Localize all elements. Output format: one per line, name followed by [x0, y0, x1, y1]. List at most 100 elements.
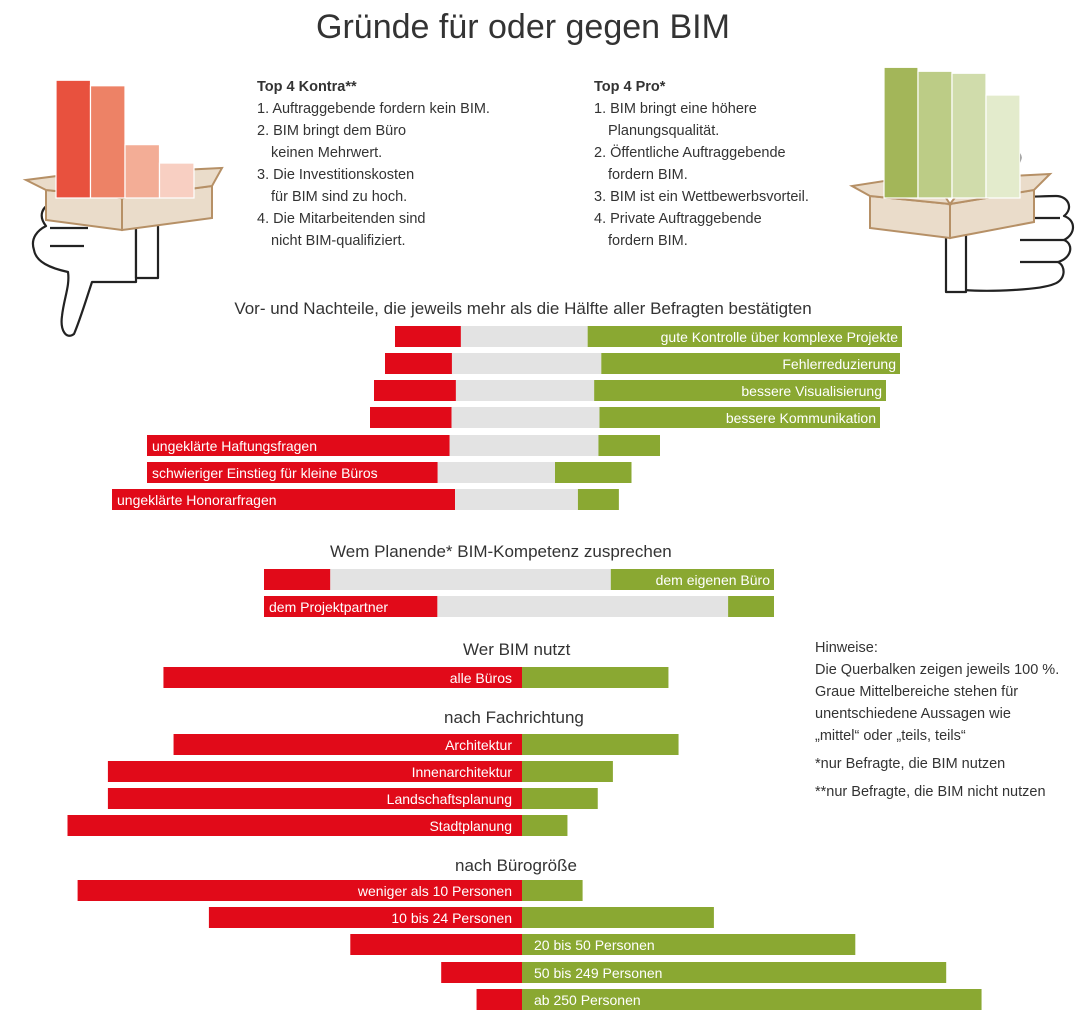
discipline-bar-red [107, 761, 523, 782]
discipline-category-label: Innenarchitektur [412, 764, 513, 780]
notes-footnote: **nur Befragte, die BIM nicht nutzen [815, 784, 1046, 800]
discipline-bar-green [522, 788, 598, 809]
size-bar-green [522, 907, 714, 928]
contra-line: keinen Mehrwert. [271, 145, 383, 161]
size-bar-red [77, 880, 522, 901]
notes: Hinweise: Die Querbalken zeigen jeweils … [815, 637, 1059, 803]
pros-cons-bar-red [147, 462, 438, 483]
pros-cons-bar-gray [455, 489, 578, 510]
pros-cons-bar-gray [460, 326, 588, 347]
pros-cons-category-label: gute Kontrolle über komplexe Projekte [661, 329, 899, 345]
pros-cons-bar-green [594, 380, 886, 401]
contra-line: für BIM sind zu hoch. [271, 189, 408, 205]
competence-category-label: dem Projektpartner [269, 599, 388, 615]
size-bar-green [522, 880, 583, 901]
pros-cons-bar-green [555, 462, 632, 483]
pros-cons-bar-gray [451, 353, 602, 374]
size-category-label: 20 bis 50 Personen [534, 937, 655, 953]
pros-cons-bar-red [385, 353, 452, 374]
pros-cons-bar-gray [451, 407, 600, 428]
contra-bar [89, 85, 126, 199]
notes-line: Graue Mittelbereiche stehen für [815, 684, 1019, 700]
pros-cons-bar-green [577, 489, 619, 510]
pro-line: 4. Private Auftraggebende [594, 211, 762, 227]
contra-value-label: 19 % [163, 144, 195, 160]
notes-line: „mittel“ oder „teils, teils“ [815, 728, 966, 744]
discipline-category-label: Landschaftsplanung [387, 791, 512, 807]
contra-line: 1. Auftraggebende fordern kein BIM. [257, 101, 490, 117]
contra-value-label: 29 % [128, 126, 160, 142]
pros-cons-bar-red [395, 326, 461, 347]
discipline-bar-red [67, 815, 522, 836]
pro-line: 3. BIM ist ein Wettbewerbsvorteil. [594, 189, 809, 205]
pro-line: Planungsqualität. [608, 123, 720, 139]
pros-cons-category-label: bessere Kommunikation [726, 410, 876, 426]
pro-line: 1. BIM bringt eine höhere [594, 101, 757, 117]
section-title-pros-cons: Vor- und Nachteile, die jeweils mehr als… [234, 299, 812, 318]
pro-heading: Top 4 Pro* [594, 79, 666, 95]
competence-bar-green [610, 569, 774, 590]
pros-cons-category-label: bessere Visualisierung [741, 383, 882, 399]
discipline-bar-green [522, 815, 568, 836]
pro-bar [917, 70, 953, 199]
contra-heading: Top 4 Kontra** [257, 79, 357, 95]
pro-bar [951, 72, 987, 199]
contra-line: 2. BIM bringt dem Büro [257, 123, 407, 139]
size-bar-red [441, 962, 522, 983]
competence-category-label: dem eigenen Büro [656, 572, 771, 588]
pros-cons-bar-green [601, 353, 900, 374]
notes-footnote: *nur Befragte, die BIM nutzen [815, 756, 1006, 772]
contra-line: 3. Die Investitionskosten [257, 167, 415, 183]
pro-bar [985, 94, 1021, 199]
pros-cons-category-label: ungeklärte Haftungsfragen [152, 438, 317, 454]
pros-cons-bar-gray [449, 435, 599, 456]
size-bar-red [476, 989, 522, 1010]
size-bar-red [208, 907, 522, 928]
pros-cons-bar-green [599, 407, 880, 428]
size-bar-red [350, 934, 522, 955]
pros-cons-bar-green [598, 435, 660, 456]
contra-value-label: 64 % [59, 61, 91, 77]
discipline-bar-green [522, 734, 679, 755]
who-bar-red [163, 667, 522, 688]
pro-value-label: 63 % [955, 54, 987, 70]
discipline-bar-red [107, 788, 523, 809]
pro-line: fordern BIM. [608, 233, 688, 249]
discipline-bar-green [522, 761, 613, 782]
pros-cons-category-label: schwieriger Einstieg für kleine Büros [152, 465, 378, 481]
size-bar-green [522, 989, 982, 1010]
contra-line: nicht BIM-qualifiziert. [271, 233, 406, 249]
page-title: Gründe für oder gegen BIM [316, 8, 730, 46]
who-category-label: alle Büros [450, 670, 512, 686]
contra-list: Top 4 Kontra** 1. Auftraggebende fordern… [257, 76, 490, 252]
pro-value-label: 52 % [989, 76, 1021, 92]
competence-bar-gray [437, 596, 729, 617]
section-title-who: Wer BIM nutzt [463, 640, 571, 659]
pro-list: Top 4 Pro* 1. BIM bringt eine höhere Pla… [594, 76, 809, 252]
notes-line: unentschiedene Aussagen wie [815, 706, 1011, 722]
pros-cons-bar-green [587, 326, 902, 347]
notes-line: Die Querbalken zeigen jeweils 100 %. [815, 662, 1060, 678]
pros-cons-bar-gray [455, 380, 595, 401]
discipline-bar-red [173, 734, 523, 755]
size-category-label: 50 bis 249 Personen [534, 965, 662, 981]
pros-cons-bar-red [374, 380, 456, 401]
pros-cons-bar-gray [437, 462, 555, 483]
size-bar-green [522, 962, 947, 983]
pro-bar [883, 66, 919, 199]
competence-bar-red [264, 596, 438, 617]
contra-bar [158, 162, 195, 199]
contra-bar [55, 79, 92, 199]
competence-bar-gray [330, 569, 611, 590]
pros-cons-bar-red [370, 407, 452, 428]
section-title-size: nach Bürogröße [455, 856, 577, 875]
contra-value-label: 61 % [94, 67, 126, 83]
size-category-label: weniger als 10 Personen [357, 883, 512, 899]
pros-cons-category-label: ungeklärte Honorarfragen [117, 492, 277, 508]
pro-line: fordern BIM. [608, 167, 688, 183]
pros-cons-category-label: Fehlerreduzierung [782, 356, 896, 372]
section-title-competence: Wem Planende* BIM-Kompetenz zusprechen [330, 542, 672, 561]
who-bar-green [522, 667, 669, 688]
competence-bar-red [264, 569, 331, 590]
